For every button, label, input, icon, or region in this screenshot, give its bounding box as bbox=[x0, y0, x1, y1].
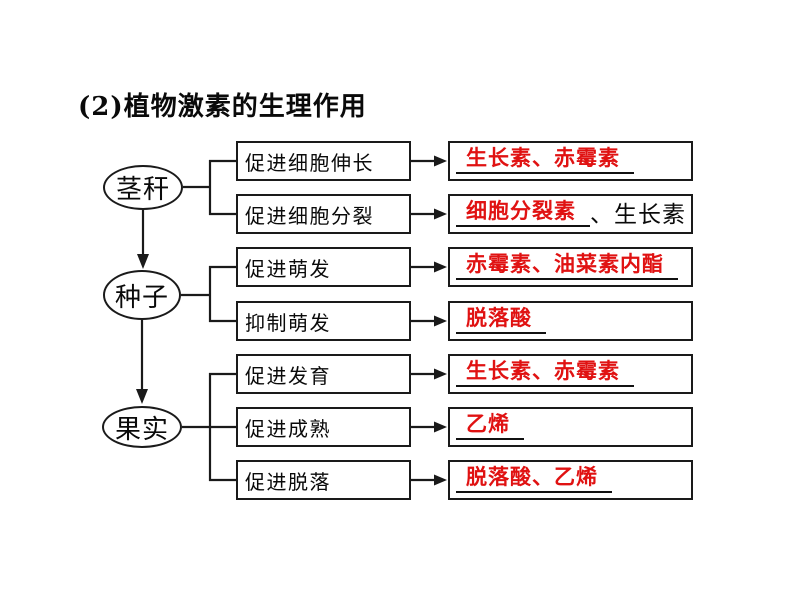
organ-node-stem: 茎秆 bbox=[103, 165, 183, 210]
hormone-extra-text: 、生长素 bbox=[590, 202, 686, 228]
action-box-promote-abscission: 促进脱落 bbox=[236, 460, 411, 500]
action-box-promote-development: 促进发育 bbox=[236, 354, 411, 394]
hormone-answer-underlined: 脱落酸、乙烯 bbox=[456, 465, 612, 493]
action-label: 抑制萌发 bbox=[245, 310, 331, 335]
action-label: 促进成熟 bbox=[245, 416, 331, 441]
hormone-answer-underlined: 细胞分裂素 bbox=[456, 199, 590, 227]
action-label: 促进脱落 bbox=[245, 469, 331, 494]
hormone-answer-underlined: 赤霉素、油菜素内酯 bbox=[456, 252, 678, 280]
organ-label-stem: 茎秆 bbox=[115, 175, 170, 205]
page-title: (2)植物激素的生理作用 bbox=[78, 92, 367, 122]
organ-node-seed: 种子 bbox=[103, 270, 181, 320]
hormone-answer-underlined: 生长素、赤霉素 bbox=[456, 359, 634, 387]
action-box-inhibit-germination: 抑制萌发 bbox=[236, 301, 411, 341]
action-label: 促进细胞伸长 bbox=[245, 150, 374, 175]
hormone-answer-underlined: 乙烯 bbox=[456, 412, 524, 440]
action-label: 促进萌发 bbox=[245, 256, 331, 281]
action-box-promote-cell-elongation: 促进细胞伸长 bbox=[236, 141, 411, 181]
hormone-answer-underlined: 脱落酸 bbox=[456, 306, 546, 334]
hormone-box-auxin-gibberellin: 生长素、赤霉素 bbox=[448, 141, 693, 181]
hormone-box-abscisic-acid: 脱落酸 bbox=[448, 301, 693, 341]
organ-node-fruit: 果实 bbox=[102, 406, 182, 448]
hormone-box-gibberellin-brassinolide: 赤霉素、油菜素内酯 bbox=[448, 247, 693, 287]
action-label: 促进发育 bbox=[245, 363, 331, 388]
hormone-box-cytokinin-auxin: 细胞分裂素 、生长素 bbox=[448, 194, 693, 234]
action-label: 促进细胞分裂 bbox=[245, 203, 374, 228]
hormone-box-abscisic-acid-ethylene: 脱落酸、乙烯 bbox=[448, 460, 693, 500]
action-box-promote-ripening: 促进成熟 bbox=[236, 407, 411, 447]
organ-label-fruit: 果实 bbox=[114, 414, 169, 445]
organ-label-seed: 种子 bbox=[114, 282, 169, 313]
hormone-box-auxin-gibberellin-2: 生长素、赤霉素 bbox=[448, 354, 693, 394]
action-box-promote-cell-division: 促进细胞分裂 bbox=[236, 194, 411, 234]
hormone-box-ethylene: 乙烯 bbox=[448, 407, 693, 447]
hormone-answer-underlined: 生长素、赤霉素 bbox=[456, 146, 634, 174]
action-box-promote-germination: 促进萌发 bbox=[236, 247, 411, 287]
